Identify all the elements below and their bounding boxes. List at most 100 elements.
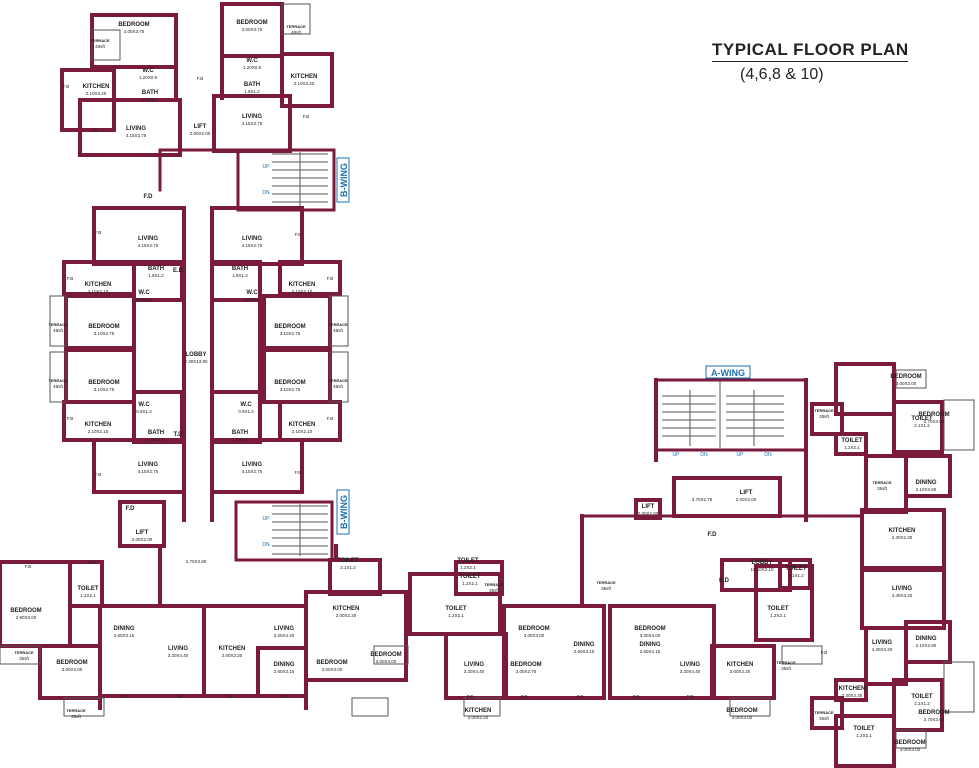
room-dimension: 3.00X3.00 xyxy=(896,381,917,386)
room-dimension: 1.8X1.2 xyxy=(148,273,164,278)
terrace-outline xyxy=(49,295,67,347)
room-label: BEDROOM xyxy=(890,374,921,380)
room-outline xyxy=(834,432,868,456)
fb-label: F.B xyxy=(67,276,74,281)
room-dimension: 4.15X2.75 xyxy=(138,469,159,474)
room-label: LOBBY xyxy=(186,352,207,358)
room-label: TERRACE xyxy=(66,708,86,713)
room-dimension: 3.20X4.40 xyxy=(680,669,701,674)
wing-tag-box xyxy=(336,157,350,203)
terrace-outline xyxy=(351,697,389,717)
fb-label: F.B xyxy=(175,694,182,699)
room-outline xyxy=(834,362,896,416)
room-dimension: 1.2X2.1 xyxy=(460,565,476,570)
room-dimension: 3.10X2.75 xyxy=(280,331,301,336)
room-label: BEDROOM xyxy=(518,626,549,632)
room-dimension: 48sft xyxy=(53,328,64,333)
room-dimension: 3.20X4.40 xyxy=(464,669,485,674)
room-label: T.D xyxy=(174,432,184,438)
fb-label: F.B xyxy=(687,694,694,699)
room-label: KITCHEN xyxy=(291,74,318,80)
room-label: W.C xyxy=(246,290,258,296)
room-label: LIFT xyxy=(740,490,753,496)
room-dimension: 2.60X3.15 xyxy=(574,649,595,654)
room-dimension: 1.2X2.1 xyxy=(770,613,786,618)
room-outline xyxy=(62,400,136,442)
wing-tag-box xyxy=(336,489,350,535)
room-label: TERRACE xyxy=(776,660,796,665)
room-outline xyxy=(38,644,102,700)
room-label: LIVING xyxy=(872,640,892,646)
room-dimension: 2.10X2.10 xyxy=(292,289,313,294)
room-label: BATH xyxy=(142,90,158,96)
room-outline xyxy=(328,558,382,596)
wing-tag-label: A-WING xyxy=(711,368,745,378)
fb-label: F.B xyxy=(197,76,204,81)
wing-tag-label: B-WING xyxy=(339,495,349,529)
room-dimension: 2.10X2.60 xyxy=(916,487,937,492)
room-dimension: 1.2X2.1 xyxy=(448,613,464,618)
room-dimension: 3.00X3.00 xyxy=(732,715,753,720)
fb-label: F.B xyxy=(633,694,640,699)
room-label: BEDROOM xyxy=(918,412,949,418)
room-dimension: 3.00X3.00 xyxy=(62,667,83,672)
room-label: DINING xyxy=(114,626,135,632)
room-label: BEDROOM xyxy=(118,22,149,28)
room-outline xyxy=(234,500,334,562)
fb-label: F.B xyxy=(95,472,102,477)
room-dimension: 2.1X1.2 xyxy=(914,701,930,706)
room-dimension: 35sft xyxy=(489,588,500,593)
fb-label: F.B xyxy=(521,694,528,699)
room-label: TERRACE xyxy=(328,322,348,327)
room-label: BEDROOM xyxy=(510,662,541,668)
room-label: BATH xyxy=(148,430,164,436)
room-dimension: 2.00X2.20 xyxy=(222,653,243,658)
room-dimension: 35sft xyxy=(19,656,30,661)
room-label: BATH xyxy=(244,82,260,88)
room-outline xyxy=(904,454,952,498)
room-label: TOILET xyxy=(767,606,789,612)
terrace-outline xyxy=(329,295,349,347)
room-label: LIVING xyxy=(168,646,188,652)
room-label: LOBBY xyxy=(752,560,773,566)
terrace-outline xyxy=(895,369,927,389)
room-dimension: 3.00X3.00 xyxy=(376,659,397,664)
plan-subtitle: (4,6,8 & 10) xyxy=(740,66,824,83)
room-label: BEDROOM xyxy=(918,710,949,716)
room-label: BEDROOM xyxy=(634,626,665,632)
room-label: DINING xyxy=(640,642,661,648)
room-outline xyxy=(262,294,332,350)
room-label: LIVING xyxy=(126,126,146,132)
room-dimension: 2.00X2.00 xyxy=(190,131,211,136)
room-dimension: 3.10X2.75 xyxy=(280,387,301,392)
room-label: KITCHEN xyxy=(839,686,866,692)
room-label: BATH xyxy=(232,266,248,272)
room-label: LIVING xyxy=(892,586,912,592)
terrace-outline xyxy=(729,697,771,717)
fb-label: F.B xyxy=(327,416,334,421)
room-dimension: 3.00X3.00 xyxy=(900,747,921,752)
room-label: BATH xyxy=(232,430,248,436)
room-label: LIVING xyxy=(242,236,262,242)
room-dimension: 4.40X3.20 xyxy=(892,593,913,598)
room-dimension: 48sft xyxy=(333,328,344,333)
room-label: TERRACE xyxy=(90,38,110,43)
fb-label: F.B xyxy=(91,128,98,133)
room-label: LIFT xyxy=(136,530,149,536)
room-label: W.C xyxy=(142,68,154,74)
terrace-outline xyxy=(943,661,975,713)
room-dimension: 1.8X1.2 xyxy=(142,97,158,102)
room-dimension: 2.10X2.60 xyxy=(916,643,937,648)
room-label: TOILET xyxy=(841,438,863,444)
room-dimension: 48sft xyxy=(53,384,64,389)
fb-label: F.B xyxy=(327,276,334,281)
wing-tag: B-WING xyxy=(336,157,350,203)
room-label: BEDROOM xyxy=(56,660,87,666)
room-dimension: 1.20X0.9 xyxy=(139,75,158,80)
room-label: TERRACE xyxy=(596,580,616,585)
room-dimension: 2.70X3.00 xyxy=(924,717,945,722)
room-dimension: 0.9X1.2 xyxy=(238,409,254,414)
room-dimension: 3.00X3.75 xyxy=(242,27,263,32)
room-dimension: 1.2X2.1 xyxy=(856,733,872,738)
room-dimension: 3.00X3.75 xyxy=(124,29,145,34)
